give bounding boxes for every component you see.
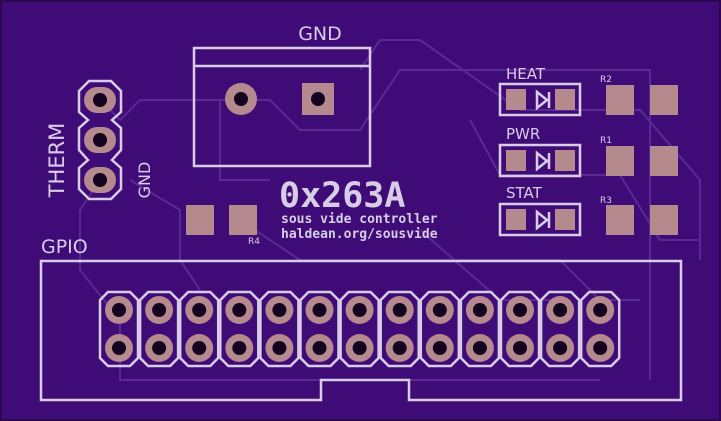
gnd-connector <box>192 46 372 168</box>
led-stat: STAT <box>498 184 582 237</box>
led-heat: HEAT <box>498 65 582 117</box>
resistor-r2: R2 <box>600 75 678 115</box>
resistor-r1: R1 <box>600 136 678 176</box>
through-hole-icon <box>472 341 487 355</box>
pad-icon <box>186 205 214 235</box>
through-hole-icon <box>352 341 367 355</box>
board-id: 0x263A <box>279 176 405 216</box>
through-hole-icon <box>593 303 608 317</box>
r2-label: R2 <box>600 75 612 85</box>
led-diode-icon <box>535 209 551 231</box>
gpio-label: GPIO <box>41 236 88 258</box>
through-hole-icon <box>93 133 107 147</box>
stat-label: STAT <box>506 184 543 202</box>
through-hole-icon <box>432 303 447 317</box>
pad-icon <box>650 205 678 235</box>
gpio-pin-outline <box>98 290 140 368</box>
gnd-top-label: GND <box>298 23 342 45</box>
pad-icon <box>555 150 575 171</box>
gpio-pin-outline <box>579 290 621 368</box>
pad-icon <box>229 205 257 235</box>
through-hole-icon <box>352 303 367 317</box>
board-subtitle: sous vide controller <box>281 212 438 227</box>
pwr-label: PWR <box>506 125 540 143</box>
through-hole-icon <box>272 303 287 317</box>
gpio-pin-outline <box>539 290 581 368</box>
pad-icon <box>506 89 526 110</box>
r3-label: R3 <box>600 196 612 206</box>
through-hole-icon <box>593 341 608 355</box>
heat-label: HEAT <box>506 65 546 83</box>
gpio-pin-outline <box>178 290 220 368</box>
pad-icon <box>650 85 678 115</box>
gpio-pin-outline <box>339 290 380 368</box>
through-hole-icon <box>392 341 407 355</box>
gpio-header <box>98 290 621 368</box>
therm-header <box>77 79 123 201</box>
resistor-r3: R3 <box>600 196 678 235</box>
gpio-pin-outline <box>259 290 300 368</box>
through-hole-icon <box>513 303 527 317</box>
through-hole-icon <box>234 92 248 106</box>
pad-icon <box>606 85 634 115</box>
through-hole-icon <box>112 341 126 355</box>
through-hole-icon <box>93 93 107 107</box>
pad-icon <box>650 146 678 176</box>
board-url: haldean.org/sousvide <box>281 227 438 242</box>
through-hole-icon <box>553 341 568 355</box>
resistor-r4: R4 <box>186 205 260 247</box>
through-hole-icon <box>93 173 107 187</box>
pad-icon <box>555 209 575 230</box>
through-hole-icon <box>311 92 325 106</box>
through-hole-icon <box>192 303 207 317</box>
gnd-side-label: GND <box>135 162 154 199</box>
gpio-pin-outline <box>138 290 180 368</box>
pad-icon <box>506 150 526 171</box>
through-hole-icon <box>392 303 407 317</box>
through-hole-icon <box>232 303 247 317</box>
led-diode-icon <box>535 150 551 172</box>
pad-icon <box>606 205 634 235</box>
through-hole-icon <box>553 303 568 317</box>
through-hole-icon <box>112 303 126 317</box>
through-hole-icon <box>312 303 327 317</box>
r4-label: R4 <box>248 237 260 247</box>
pad-icon <box>555 89 575 110</box>
gpio-pin-outline <box>379 290 420 368</box>
therm-label: THERM <box>45 123 69 199</box>
pad-icon <box>506 209 526 230</box>
led-diode-icon <box>535 89 551 111</box>
through-hole-icon <box>152 303 167 317</box>
r1-label: R1 <box>600 136 612 146</box>
pad-icon <box>606 146 634 176</box>
gpio-pin-outline <box>459 290 501 368</box>
through-hole-icon <box>432 341 447 355</box>
led-pwr: PWR <box>498 125 582 178</box>
through-hole-icon <box>152 341 167 355</box>
through-hole-icon <box>232 341 247 355</box>
through-hole-icon <box>312 341 327 355</box>
gpio-pin-outline <box>499 290 541 368</box>
through-hole-icon <box>272 341 287 355</box>
gpio-pin-outline <box>419 290 461 368</box>
gpio-header-outline <box>39 259 683 402</box>
through-hole-icon <box>513 341 527 355</box>
through-hole-icon <box>192 341 207 355</box>
gpio-pin-outline <box>299 290 340 368</box>
through-hole-icon <box>472 303 487 317</box>
gpio-pin-outline <box>219 290 260 368</box>
